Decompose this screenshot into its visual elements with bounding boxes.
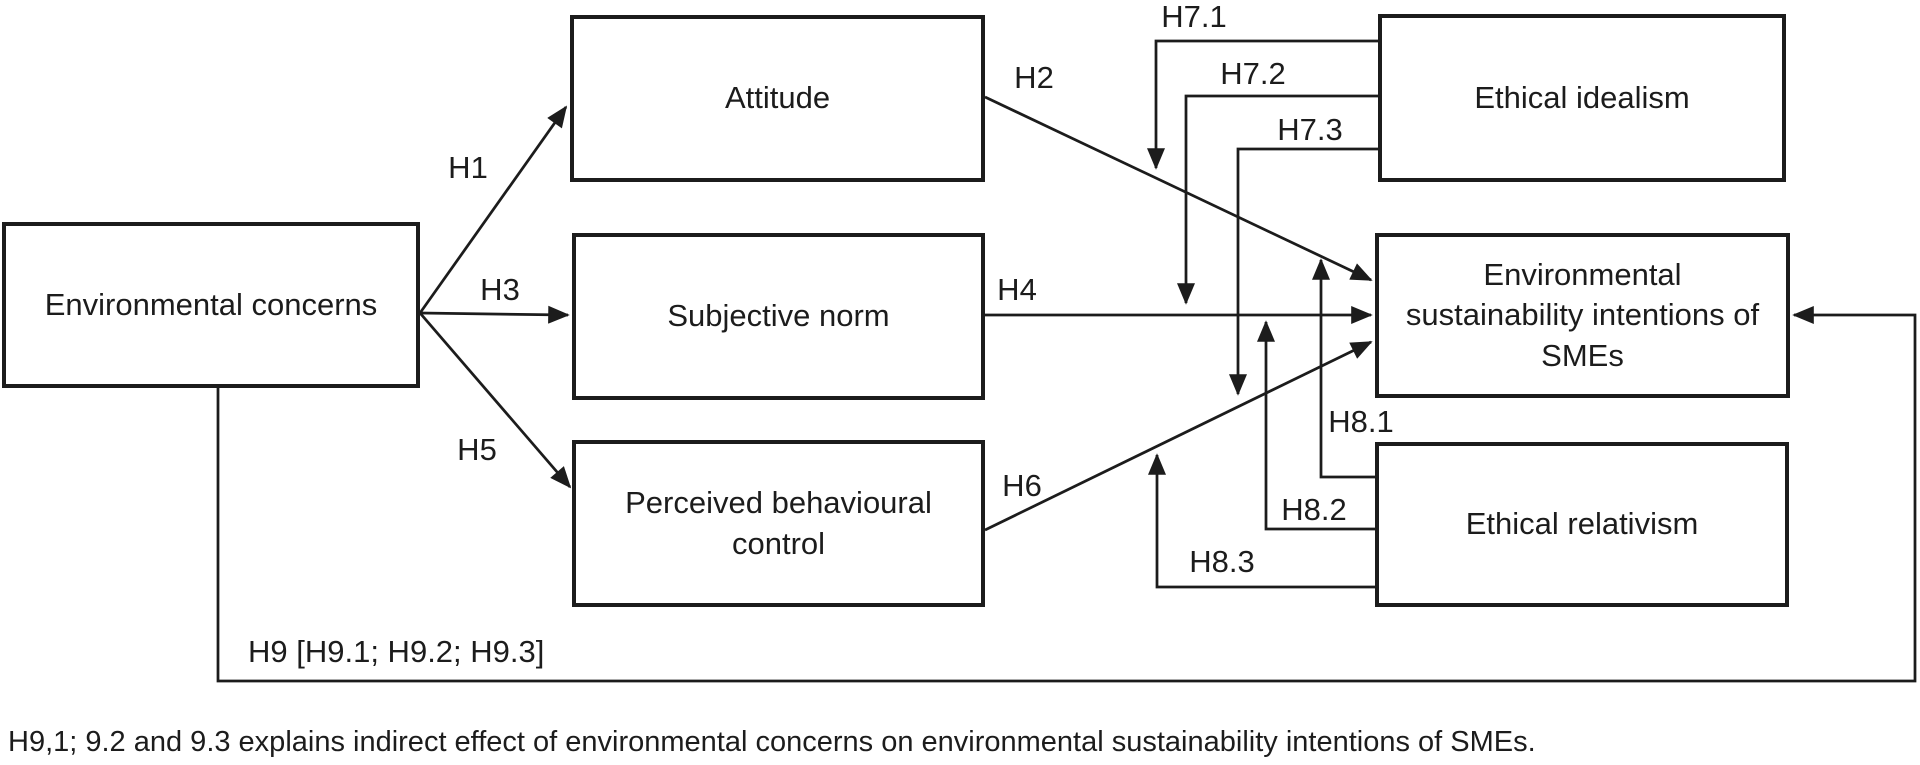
arrow-h8-1 (1312, 258, 1375, 479)
footnote: H9,1; 9.2 and 9.3 explains indirect effe… (8, 726, 1536, 758)
box-ethical-idealism: Ethical idealism (1378, 14, 1786, 182)
arrow-h5 (418, 312, 572, 489)
arrow-h9 (216, 306, 1917, 683)
box-ethical-relativism: Ethical relativism (1375, 442, 1789, 607)
arrow-h7-1 (1147, 39, 1378, 170)
box-subjective-norm: Subjective norm (572, 233, 985, 400)
arrow-h7-3 (1229, 147, 1378, 396)
arrow-label-h6: H6 (1002, 468, 1042, 503)
box-attitude: Attitude (570, 15, 985, 182)
arrow-h3 (419, 305, 570, 324)
arrow-label-h7-2: H7.2 (1220, 56, 1286, 91)
arrow-label-h7-1: H7.1 (1161, 0, 1227, 34)
arrow-label-h8-2: H8.2 (1281, 492, 1347, 527)
arrow-label-h3: H3 (480, 272, 520, 307)
arrow-label-h8-1: H8.1 (1328, 404, 1394, 439)
arrow-label-h5: H5 (457, 432, 497, 467)
arrow-label-h7-3: H7.3 (1277, 112, 1343, 147)
box-environmental-concerns: Environmental concerns (2, 222, 420, 388)
arrow-h8-2 (1257, 320, 1375, 531)
arrow-label-h8-3: H8.3 (1189, 544, 1255, 579)
arrow-h6 (984, 340, 1373, 532)
arrow-label-h4: H4 (997, 272, 1037, 307)
arrow-h2 (984, 95, 1373, 282)
arrow-h8-3 (1148, 453, 1375, 589)
arrow-h7-2 (1177, 94, 1378, 305)
box-environmental-sustainability-intentions: Environmental sustainability intentions … (1375, 233, 1790, 398)
arrow-h1 (418, 105, 568, 314)
arrow-label-h9: H9 [H9.1; H9.2; H9.3] (248, 634, 545, 669)
arrow-label-h1: H1 (448, 150, 488, 185)
box-perceived-behavioural-control: Perceived behavioural control (572, 440, 985, 607)
arrow-label-h2: H2 (1014, 60, 1054, 95)
